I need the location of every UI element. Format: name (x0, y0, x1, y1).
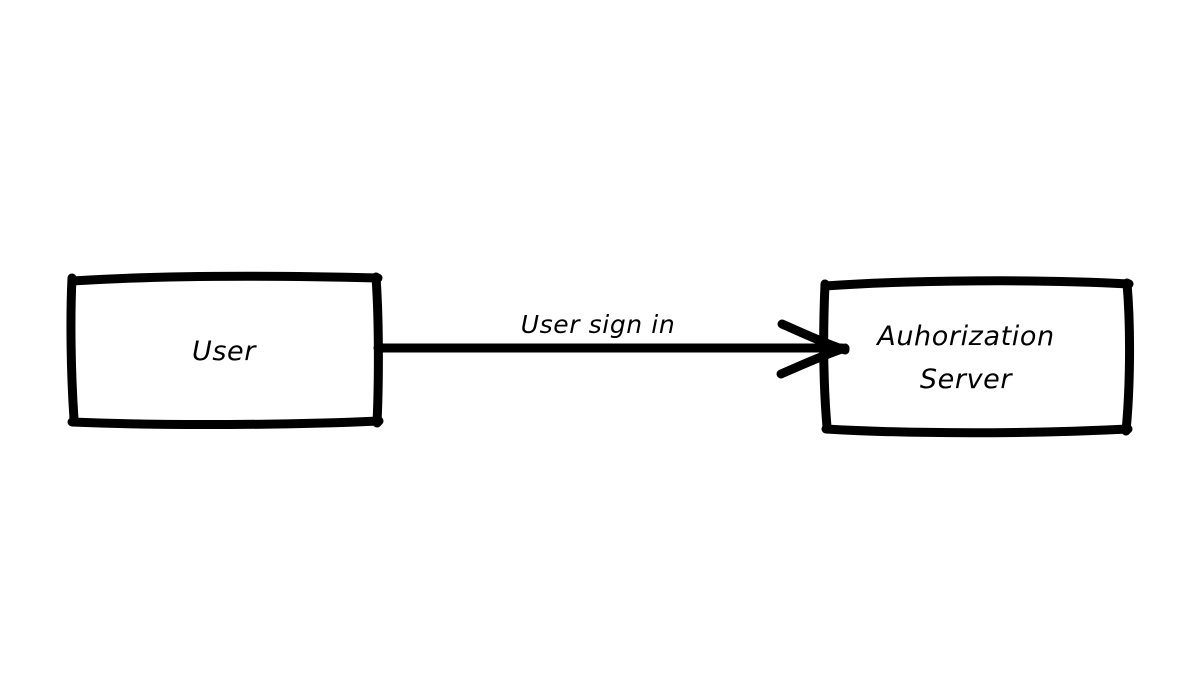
edge-user-signin-line (373, 343, 847, 353)
node-auth-server-label-line1: Auhorization (875, 321, 1054, 352)
node-auth-server[interactable]: Auhorization Server (819, 276, 1135, 438)
node-auth-server-border (819, 276, 1135, 438)
node-user-border (66, 271, 384, 430)
edge-user-signin-arrowhead (776, 319, 850, 379)
node-user-label: User (192, 336, 257, 367)
node-auth-server-label-line2: Server (920, 364, 1013, 395)
edge-user-signin-label: User sign in (521, 310, 676, 339)
edge-user-signin[interactable]: User sign in (373, 310, 850, 379)
node-user[interactable]: User (66, 271, 384, 430)
